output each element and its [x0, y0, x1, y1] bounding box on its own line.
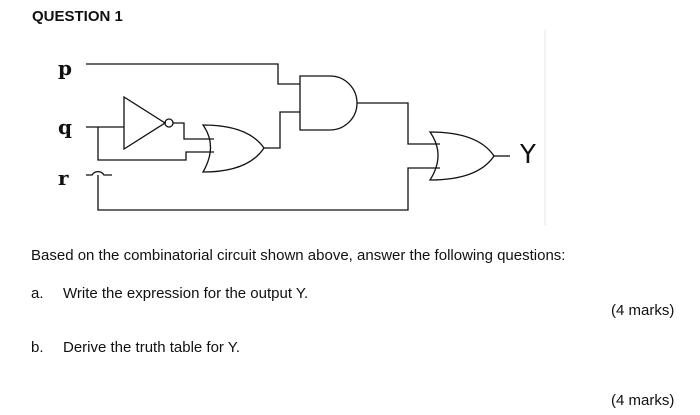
part-b-marks: (4 marks) [611, 392, 675, 409]
part-a-text: Write the expression for the output Y. [63, 285, 309, 302]
or-gate-1 [201, 124, 265, 173]
or-gate-2 [428, 131, 495, 181]
input-label-q: q [58, 115, 72, 139]
wire-not-out [173, 122, 214, 140]
wire-r [86, 171, 112, 176]
part-a-marks: (4 marks) [611, 302, 675, 319]
not-gate [123, 95, 167, 151]
part-a-letter: a. [31, 285, 44, 302]
instruction-text: Based on the combinatorial circuit shown… [31, 247, 566, 264]
wire-r-bottom [97, 167, 440, 211]
wire-q-branch [97, 127, 214, 161]
logic-circuit-diagram [86, 30, 546, 225]
output-label-y: Y [520, 140, 536, 170]
part-b-text: Derive the truth table for Y. [63, 339, 241, 356]
wire-or1-out [264, 111, 300, 149]
question-heading: QUESTION 1 [32, 8, 123, 25]
wire-p [86, 63, 300, 85]
input-label-r: r [58, 166, 69, 190]
part-b-letter: b. [31, 339, 44, 356]
input-label-p: p [58, 56, 72, 80]
wire-and-out [357, 102, 440, 145]
and-gate [299, 75, 358, 131]
